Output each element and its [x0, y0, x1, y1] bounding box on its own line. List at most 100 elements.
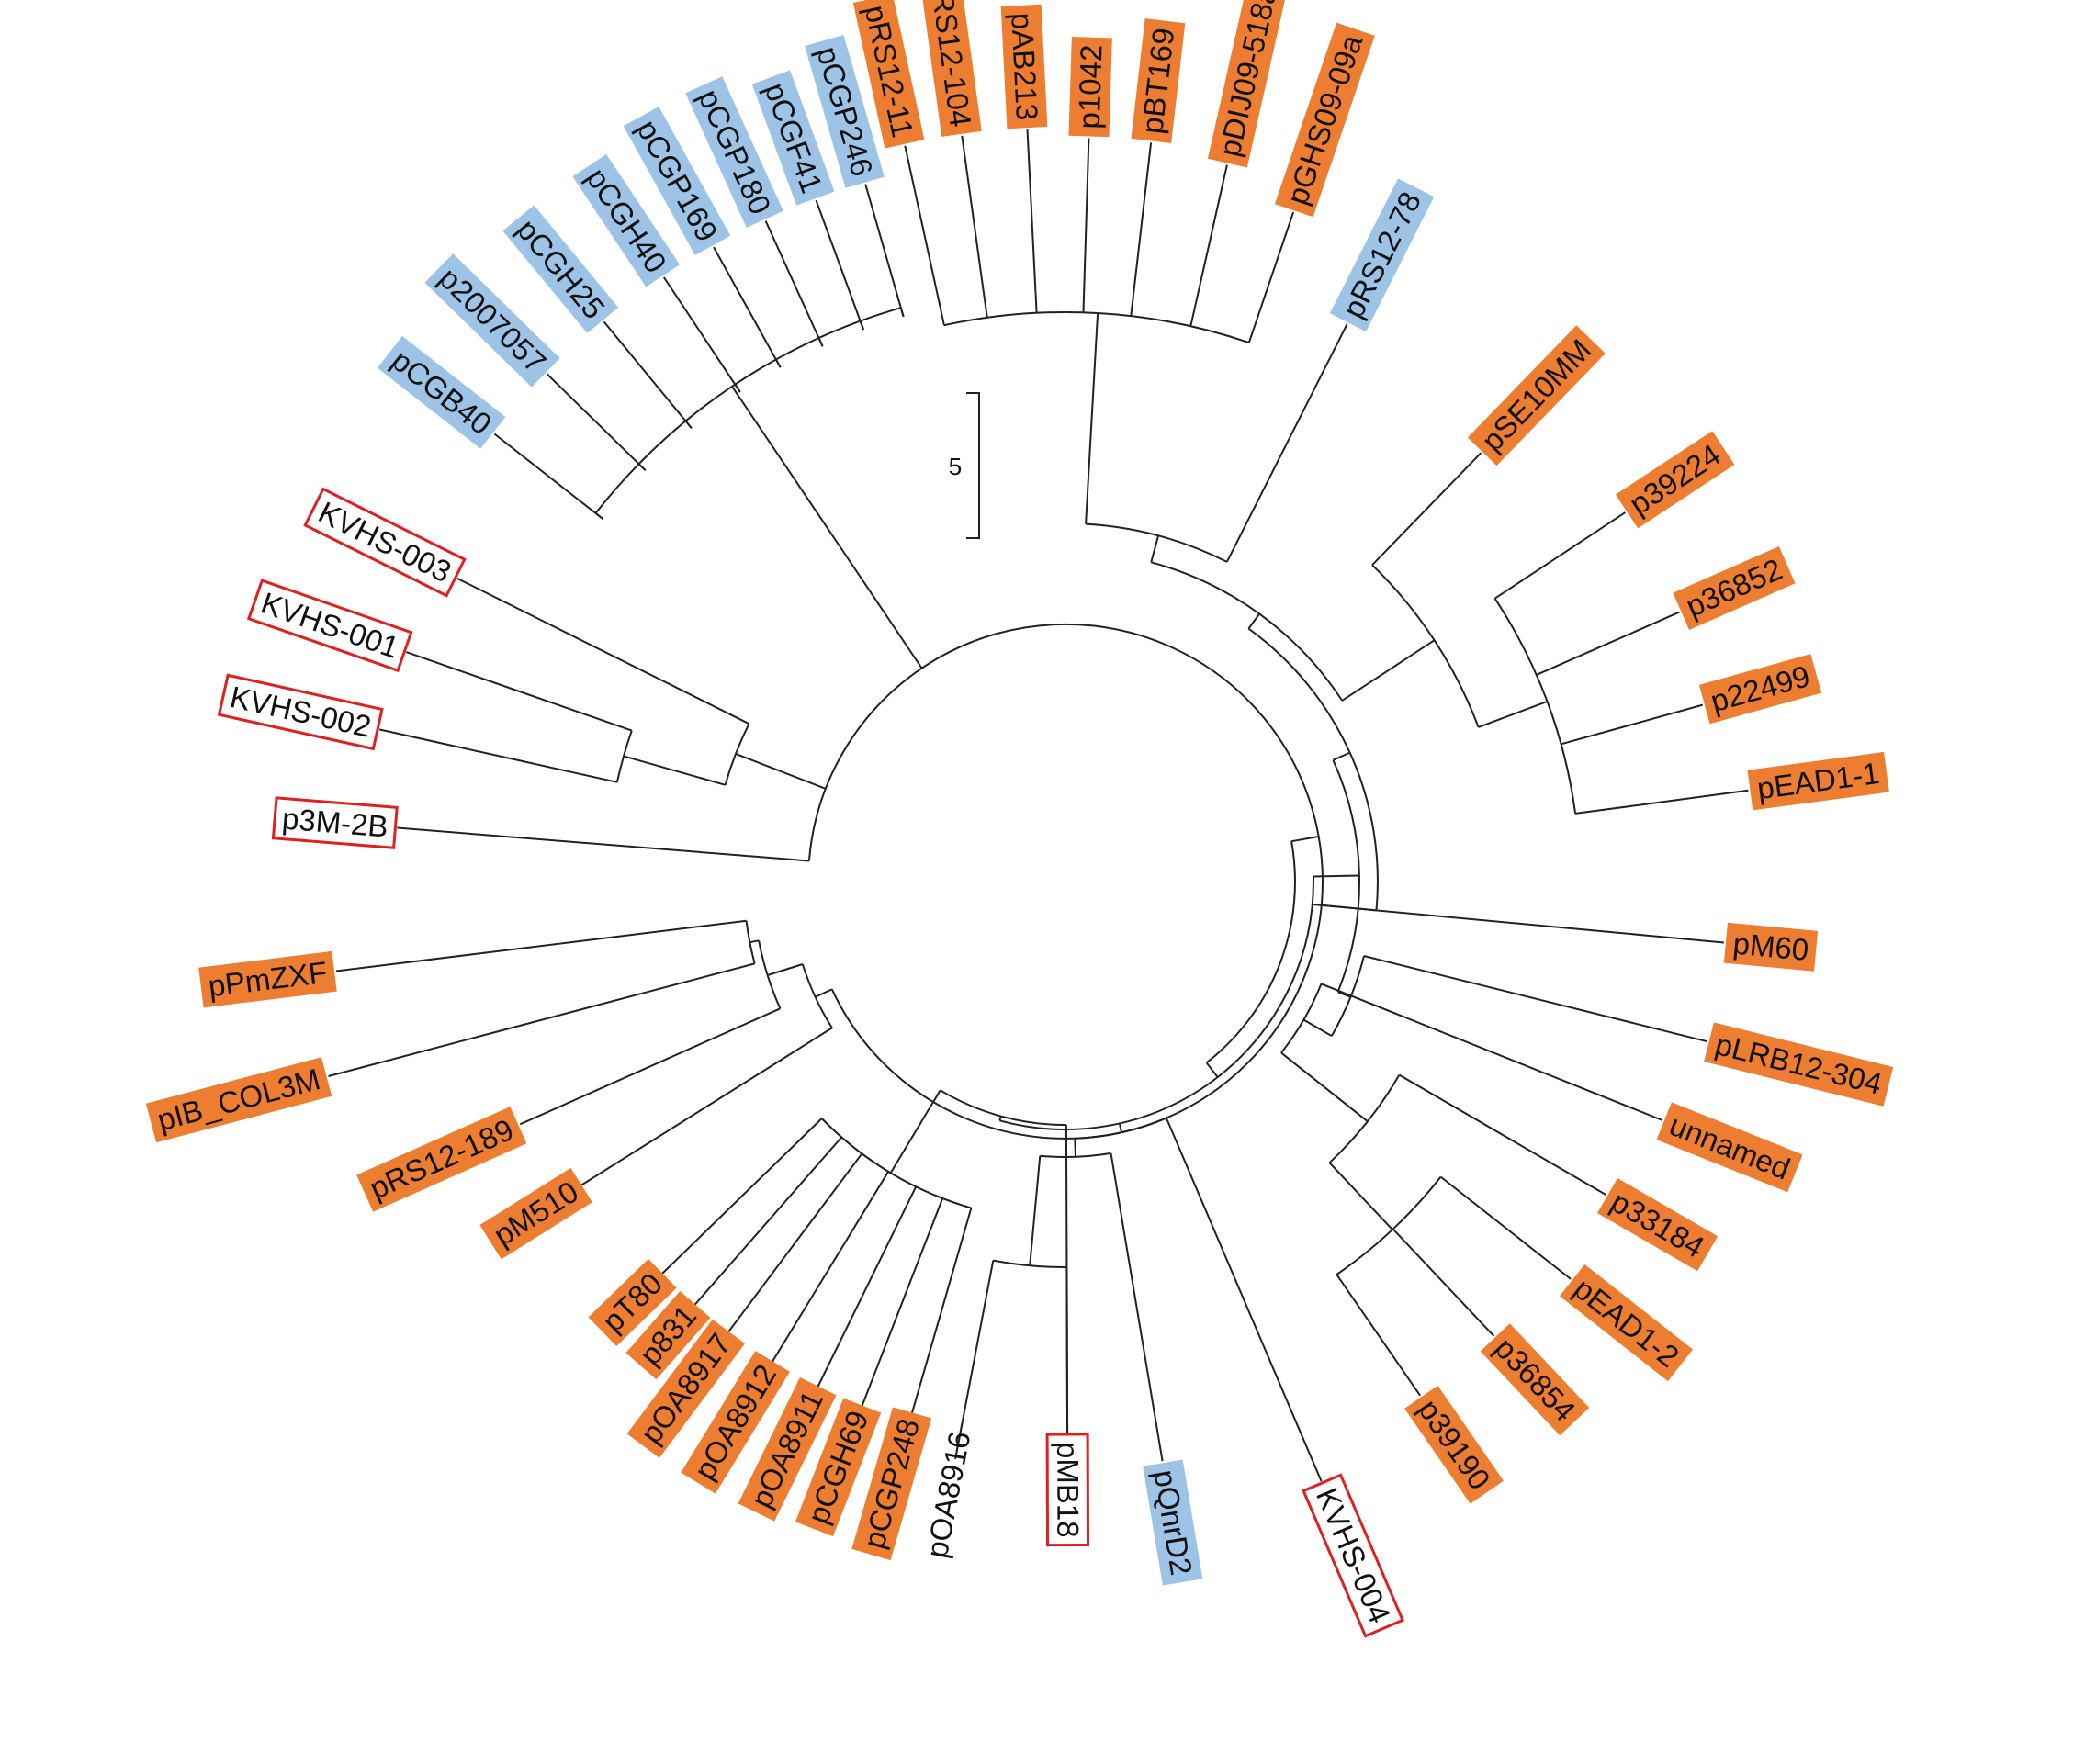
- leaf-pmb18: pMB18: [1045, 1433, 1090, 1547]
- leaf-box: [502, 205, 619, 333]
- leaf-box: [919, 0, 982, 137]
- leaf-box: [145, 1057, 332, 1143]
- leaf-box: [1131, 18, 1186, 143]
- leaf-box: [1404, 1385, 1504, 1504]
- leaf-label: p36854: [1488, 1331, 1582, 1428]
- leaf-kvhs-001: KVHS-001: [246, 579, 413, 673]
- leaf-label: p3M-2B: [281, 801, 389, 843]
- leaf-box: [572, 153, 681, 287]
- leaf-box: [626, 1319, 746, 1458]
- leaf-label: pEAD1-2: [1568, 1271, 1685, 1374]
- leaf-box: [1143, 1459, 1203, 1586]
- leaf-label: KVHS-001: [257, 586, 403, 665]
- leaf-box: [356, 1107, 527, 1212]
- leaf-label: p2007057: [433, 261, 553, 379]
- tree-branches: [479, 294, 1651, 1470]
- leaf-box: [303, 487, 467, 598]
- leaf-ppmzxf: pPmZXF: [198, 950, 337, 1008]
- leaf-label: pAB213: [1005, 12, 1044, 121]
- leaf-unnamed: unnamed: [1656, 1102, 1803, 1193]
- leaf-pead1-1: pEAD1-1: [1747, 751, 1889, 811]
- leaf-p33184: p33184: [1596, 1177, 1719, 1272]
- leaf-box: [1698, 654, 1822, 725]
- leaf-box: [805, 34, 885, 188]
- scale-bar-label: 5: [949, 453, 962, 480]
- leaf-label: pSE10MM: [1475, 332, 1598, 457]
- leaf-prs12-189: pRS12-189: [356, 1107, 527, 1212]
- leaf-p1042: p1042: [1068, 36, 1112, 138]
- leaf-label: pRS12-104: [923, 0, 978, 129]
- leaf-prs12-78: pRS12-78: [1329, 178, 1435, 332]
- leaf-box: [852, 0, 925, 149]
- leaf-box: [626, 1291, 711, 1380]
- leaf-box: [1000, 4, 1048, 129]
- leaf-pcgh25: pCGH25: [502, 205, 619, 333]
- leaf-box: [751, 70, 835, 206]
- leaf-box: [588, 1258, 677, 1347]
- leaf-plrb12-304: pLRB12-304: [1704, 1022, 1894, 1107]
- leaf-label: pMB18: [1051, 1442, 1085, 1538]
- leaf-pm510: pM510: [479, 1167, 592, 1260]
- leaf-label: pCGH25: [511, 213, 612, 326]
- leaf-box: [623, 106, 731, 256]
- leaf-kvhs-004: KVHS-004: [1302, 1473, 1405, 1638]
- leaf-p22499: p22499: [1698, 654, 1822, 725]
- leaf-label: pOA8916: [919, 1429, 976, 1561]
- leaf-box: [1747, 751, 1889, 811]
- leaf-box: [1656, 1102, 1803, 1193]
- leaf-label: KVHS-003: [313, 495, 456, 590]
- leaf-box: [1045, 1433, 1090, 1547]
- leaf-label: pLRB12-304: [1712, 1027, 1886, 1101]
- leaf-box: [1329, 178, 1435, 332]
- leaf-p39224: p39224: [1615, 431, 1735, 529]
- leaf-box: [1480, 1323, 1590, 1436]
- leaf-prs12-104: pRS12-104: [919, 0, 982, 137]
- leaf-box: [1467, 325, 1606, 466]
- leaf-box: [1723, 922, 1819, 972]
- leaf-box: [738, 1376, 837, 1522]
- leaf-box: [1615, 431, 1735, 529]
- leaf-pqnrd2: pQnrD2: [1143, 1459, 1203, 1586]
- leaf-box: [377, 335, 506, 449]
- leaf-box: [1068, 36, 1112, 138]
- leaf-label: pCGB40: [386, 343, 498, 441]
- leaf-label: unnamed: [1665, 1107, 1796, 1185]
- leaf-pdij09-518a: pDIJ09-518a: [1207, 0, 1289, 168]
- leaf-box: [479, 1167, 592, 1260]
- leaf-p36854: p36854: [1480, 1323, 1590, 1436]
- leaf-box: [271, 796, 399, 849]
- leaf-box: [198, 950, 337, 1008]
- leaf-p36852: p36852: [1673, 545, 1796, 630]
- scale-bar: 5: [949, 392, 980, 539]
- leaf-box: [1302, 1473, 1405, 1638]
- leaf-label: pDIJ09-518a: [1212, 0, 1284, 160]
- leaf-box: [424, 253, 560, 388]
- leaf-label: p36852: [1681, 552, 1787, 624]
- leaf-box: [1274, 22, 1375, 218]
- leaf-pghs09-09a: pGHS09-09a: [1274, 22, 1375, 218]
- leaf-kvhs-002: KVHS-002: [217, 673, 384, 751]
- leaf-box: [851, 1407, 932, 1561]
- leaf-p39190: p39190: [1404, 1385, 1504, 1504]
- leaf-box: [217, 673, 384, 751]
- leaf-pbt169: pBT169: [1131, 18, 1186, 143]
- leaf-label: pM60: [1731, 927, 1810, 967]
- leaf-poa8916: pOA8916: [919, 1429, 976, 1561]
- leaf-pcgb40: pCGB40: [377, 335, 506, 449]
- leaf-label: pPmZXF: [207, 955, 330, 1004]
- leaf-box: [685, 76, 783, 228]
- leaf-pab213: pAB213: [1000, 4, 1048, 129]
- leaf-label: pRS12-78: [1336, 186, 1427, 323]
- leaf-box: [1207, 0, 1289, 168]
- leaf-label: p1042: [1072, 44, 1109, 129]
- leaf-box: [681, 1350, 790, 1494]
- leaf-kvhs-003: KVHS-003: [303, 487, 467, 598]
- leaf-pse10mm: pSE10MM: [1467, 325, 1606, 466]
- leaf-box: [1704, 1022, 1894, 1107]
- leaf-p3m-2b: p3M-2B: [271, 796, 399, 849]
- leaf-box: [1596, 1177, 1719, 1272]
- leaf-label: pIB_COL3M: [153, 1062, 323, 1137]
- leaf-box: [1560, 1264, 1694, 1382]
